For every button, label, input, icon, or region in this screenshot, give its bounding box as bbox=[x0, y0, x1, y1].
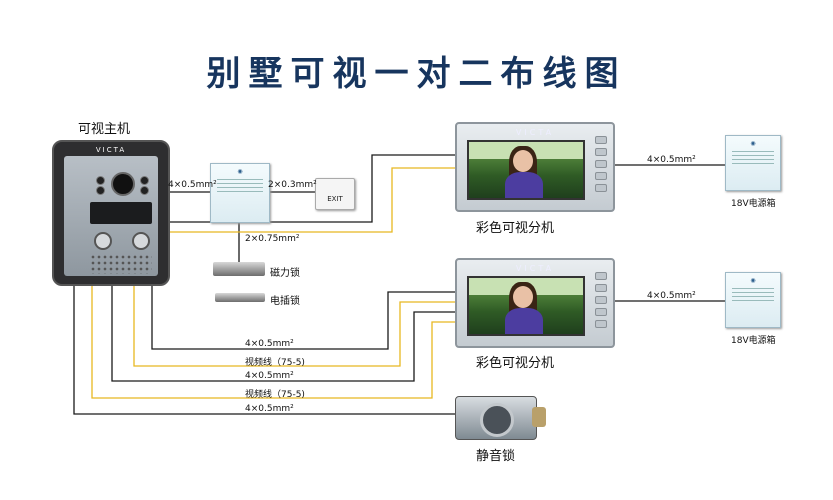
ir-led-icon bbox=[96, 186, 105, 195]
wire-label-bottom-5: 4×0.5mm² bbox=[245, 404, 294, 414]
call-button-icon bbox=[132, 232, 150, 250]
card-reader-icon bbox=[90, 202, 152, 224]
electric-bolt-device bbox=[215, 293, 265, 302]
lock-bolt-icon bbox=[532, 407, 546, 427]
main-door-station: VICTA bbox=[52, 140, 170, 286]
power-box-logo-icon: ◉ bbox=[237, 168, 243, 175]
indoor-monitor-2: VICTA bbox=[455, 258, 615, 348]
electric-bolt-label: 电插锁 bbox=[270, 296, 300, 307]
door-power-box: ◉ bbox=[210, 163, 270, 223]
call-button-icon bbox=[94, 232, 112, 250]
diagram-title: 别墅可视一对二布线图 bbox=[206, 54, 627, 94]
exit-button-text: EXIT bbox=[327, 195, 343, 203]
psu-2-label: 18V电源箱 bbox=[731, 336, 776, 346]
ir-led-icon bbox=[96, 176, 105, 185]
wire-label-bottom-1: 4×0.5mm² bbox=[245, 339, 294, 349]
speaker-grill-icon bbox=[90, 254, 152, 274]
wire-label-bottom-3: 4×0.5mm² bbox=[245, 371, 294, 381]
power-box-logo-icon: ◉ bbox=[750, 140, 756, 147]
wire-label-main-to-psu: 4×0.5mm² bbox=[168, 180, 217, 190]
ir-led-icon bbox=[140, 176, 149, 185]
monitor-brand: VICTA bbox=[515, 128, 555, 137]
wire-bottom-2 bbox=[133, 282, 455, 367]
wire-bottom-5 bbox=[73, 282, 455, 415]
wire-bottom-3 bbox=[111, 282, 455, 382]
monitor-2-label: 彩色可视分机 bbox=[476, 356, 555, 371]
wire-bottom-1 bbox=[151, 282, 455, 350]
silent-lock-device bbox=[455, 396, 546, 440]
power-box-logo-icon: ◉ bbox=[750, 277, 756, 284]
main-unit-panel bbox=[64, 156, 158, 276]
wire-label-monitor1-to-psu: 4×0.5mm² bbox=[647, 155, 696, 165]
indoor-monitor-1: VICTA bbox=[455, 122, 615, 212]
wire-main-to-monitor1-video bbox=[166, 167, 455, 233]
lock-cylinder-icon bbox=[480, 403, 514, 437]
monitor-screen bbox=[467, 140, 585, 200]
wire-label-psu-to-locks: 2×0.75mm² bbox=[245, 234, 300, 244]
main-unit-label: 可视主机 bbox=[78, 122, 131, 137]
exit-button-device: EXIT bbox=[315, 178, 355, 210]
wire-label-bottom-4: 视频线（75-5) bbox=[245, 390, 305, 400]
main-unit-brand: VICTA bbox=[95, 146, 127, 154]
wire-bottom-4 bbox=[91, 282, 455, 399]
ir-led-icon bbox=[140, 186, 149, 195]
wire-label-bottom-2: 视频线（75-5) bbox=[245, 358, 305, 368]
monitor-brand: VICTA bbox=[515, 264, 555, 273]
wire-label-monitor2-to-psu: 4×0.5mm² bbox=[647, 291, 696, 301]
wire-label-psu-to-exit: 2×0.3mm² bbox=[268, 180, 317, 190]
monitor-keys bbox=[595, 136, 607, 196]
monitor-screen bbox=[467, 276, 585, 336]
monitor-keys bbox=[595, 272, 607, 332]
monitor-1-label: 彩色可视分机 bbox=[476, 221, 555, 236]
magnetic-lock-label: 磁力锁 bbox=[270, 268, 300, 279]
silent-lock-label: 静音锁 bbox=[476, 449, 516, 464]
power-supply-box-1: ◉ bbox=[725, 135, 781, 191]
psu-1-label: 18V电源箱 bbox=[731, 199, 776, 209]
power-supply-box-2: ◉ bbox=[725, 272, 781, 328]
magnetic-lock-device bbox=[213, 262, 265, 276]
camera-lens-icon bbox=[111, 172, 135, 196]
